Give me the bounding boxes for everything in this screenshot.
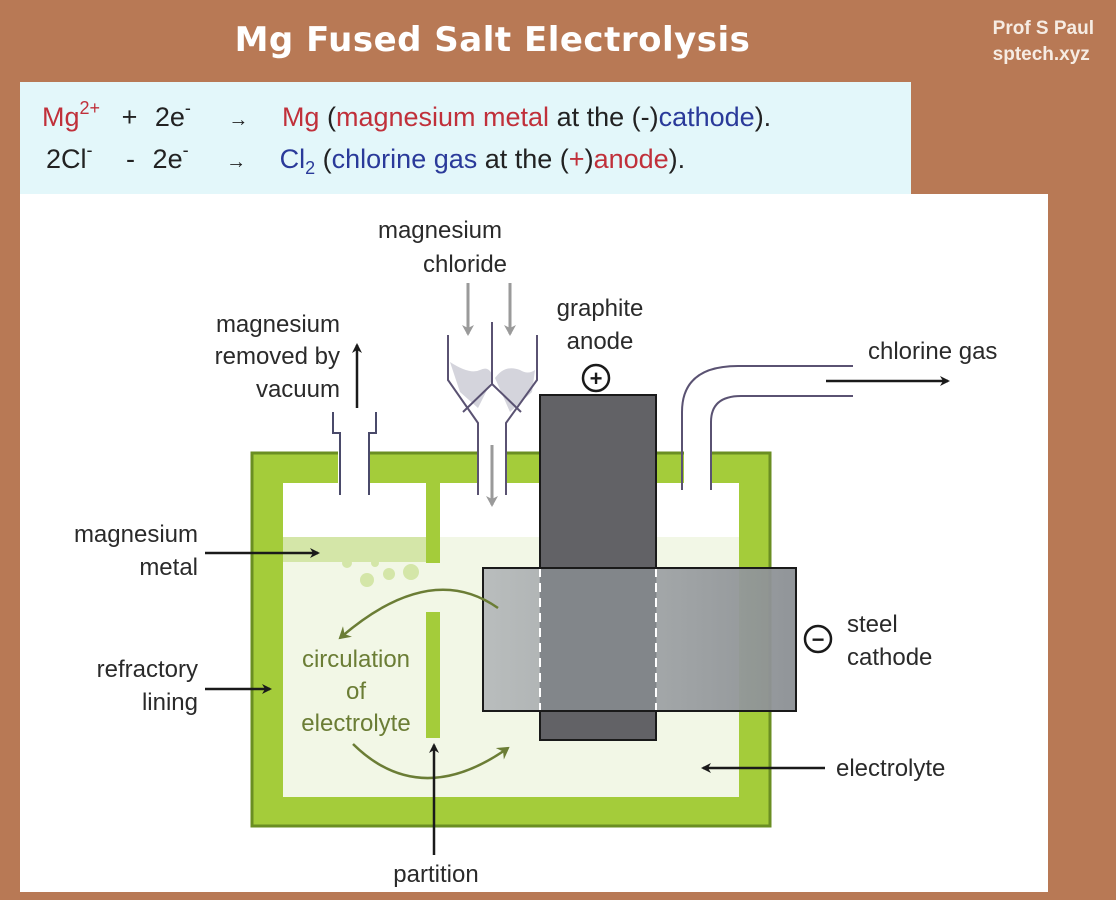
eq1-paren-open: (: [326, 102, 336, 132]
svg-text:+: +: [590, 366, 603, 391]
eq2-reactant-charge: -: [86, 140, 93, 160]
eq2-paren-close: ).: [668, 144, 686, 174]
label-refractory-line1: refractory: [97, 656, 198, 683]
eq2-sign: +: [568, 144, 585, 174]
steel-cathode: [482, 567, 797, 712]
eq2-arrow: →: [226, 151, 247, 173]
eq2-paren-open: (: [322, 144, 332, 174]
label-mg-metal-line2: metal: [139, 554, 198, 581]
label-cathode-line2: cathode: [847, 644, 932, 671]
eq2-location: at the (: [477, 144, 569, 174]
eq2-electron-charge: -: [182, 140, 189, 160]
label-mgcl2-line2: chloride: [423, 251, 507, 278]
eq2-electrode: anode: [593, 144, 669, 174]
author-credit: Prof S Paul sptech.xyz: [993, 16, 1094, 68]
svg-text:−: −: [812, 627, 825, 652]
eq2-product: Cl: [279, 144, 306, 174]
label-mg-removed-line1: magnesium: [216, 311, 340, 338]
label-mgcl2-line1: magnesium: [378, 217, 502, 244]
circulation-arrow-lower: [352, 743, 510, 780]
eq1-paren-close: ).: [754, 102, 772, 132]
label-chlorine-gas: chlorine gas: [868, 338, 997, 365]
label-partition: partition: [393, 861, 478, 888]
eq1-arrow: →: [228, 109, 249, 131]
magnesium-metal-layer: [283, 537, 431, 562]
label-mg-removed-line3: vacuum: [256, 376, 340, 403]
anode-equation: 2Cl- - 2e- → Cl2 (chlorine gas at the (+…: [46, 141, 686, 178]
label-circulation-line3: electrolyte: [301, 710, 410, 737]
circulation-arrow-upper: [338, 588, 499, 640]
eq1-electrons: 2e: [154, 102, 185, 132]
cathode-minus-icon: −: [803, 624, 833, 654]
cathode-equation: Mg2+ + 2e- → Mg (magnesium metal at the …: [42, 99, 772, 133]
eq2-operator: -: [126, 144, 136, 174]
eq2-product-desc: chlorine gas: [331, 144, 478, 174]
eq1-product: Mg: [281, 102, 320, 132]
eq1-electrode: cathode: [658, 102, 755, 132]
label-anode-line1: graphite: [557, 295, 644, 322]
equation-panel: Mg2+ + 2e- → Mg (magnesium metal at the …: [20, 82, 911, 194]
author-name: Prof S Paul: [992, 18, 1094, 39]
page-title: Mg Fused Salt Electrolysis: [234, 20, 751, 60]
eq1-location: at the (-): [549, 102, 659, 132]
label-circulation-line1: circulation: [302, 646, 410, 673]
anode-plus-icon: +: [581, 363, 611, 393]
label-refractory-line2: lining: [142, 689, 198, 716]
label-cathode-line1: steel: [847, 611, 898, 638]
eq1-electron-charge: -: [184, 98, 191, 118]
eq2-reactant: 2Cl: [46, 144, 87, 174]
label-mg-metal-line1: magnesium: [74, 521, 198, 548]
author-website: sptech.xyz: [992, 44, 1090, 65]
label-electrolyte: electrolyte: [836, 755, 945, 782]
label-circulation-line2: of: [346, 678, 366, 705]
label-anode-line2: anode: [567, 328, 634, 355]
label-mg-removed-line2: removed by: [215, 343, 340, 370]
eq1-operator: +: [121, 102, 138, 132]
magnesium-droplets: [342, 558, 419, 587]
eq1-reactant: Mg: [42, 102, 80, 132]
eq2-electrons: 2e: [152, 144, 183, 174]
partition-wall: [426, 483, 440, 738]
eq1-reactant-charge: 2+: [79, 98, 101, 118]
chlorine-outlet-pipe: [681, 365, 853, 495]
vacuum-tube: [332, 412, 377, 495]
eq2-product-subscript: 2: [305, 158, 316, 178]
eq1-product-desc: magnesium metal: [335, 102, 550, 132]
eq2-sign-close: ): [584, 144, 594, 174]
